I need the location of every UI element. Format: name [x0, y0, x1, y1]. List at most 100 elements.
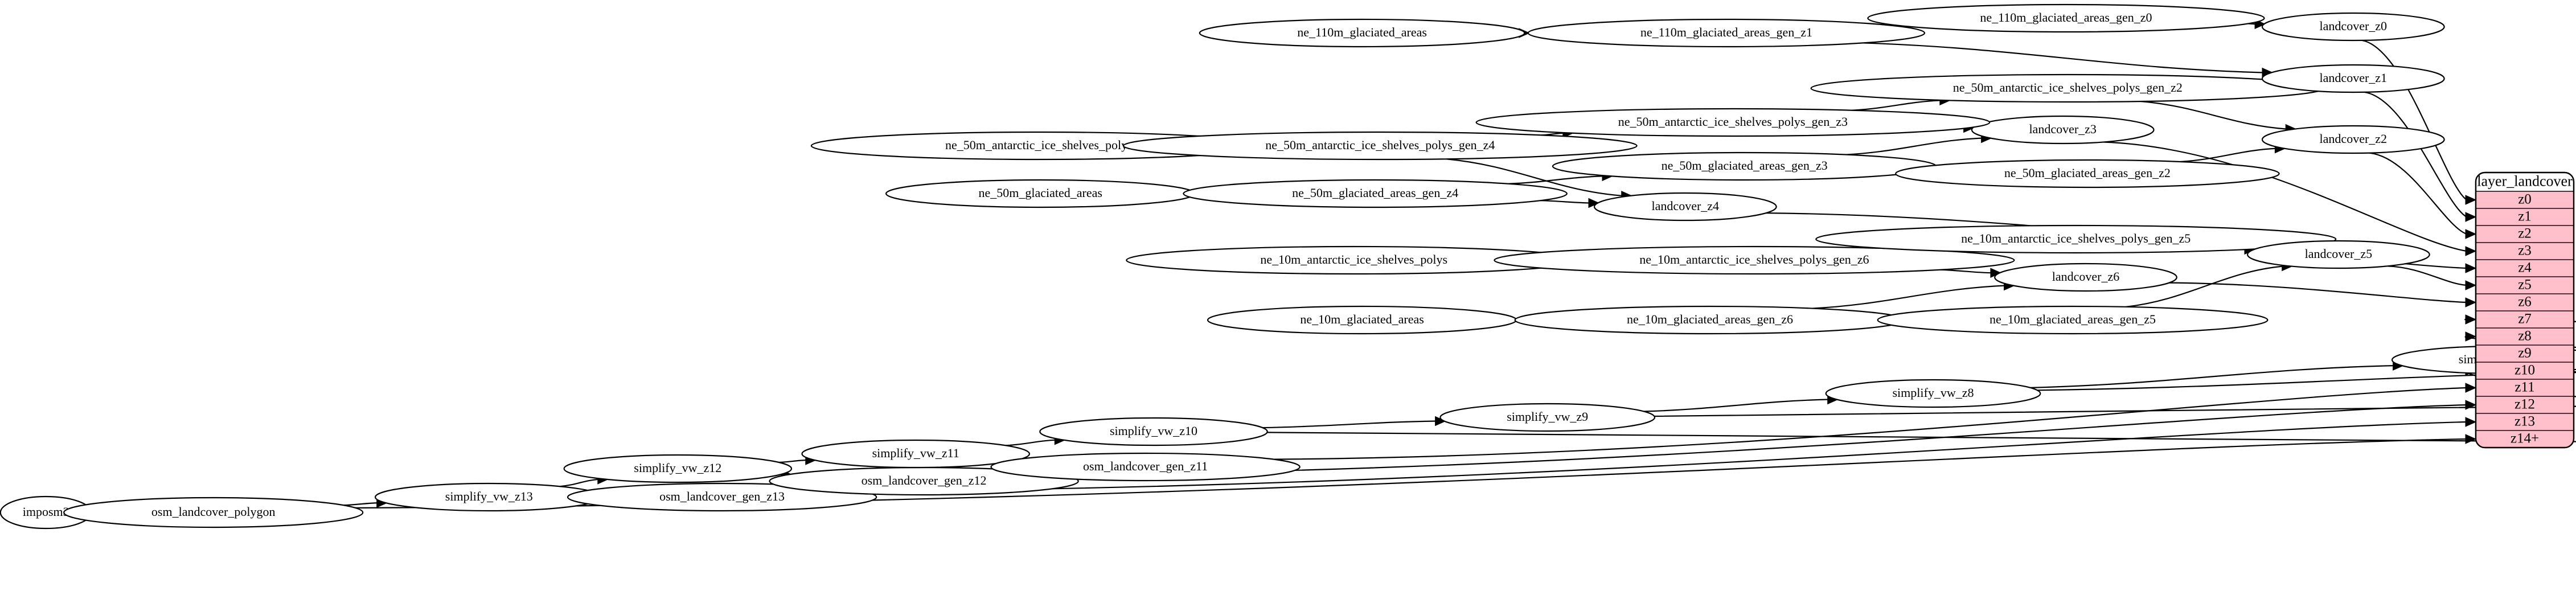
graph-node-ne_110m_glaciated_areas[interactable]: ne_110m_glaciated_areas — [1199, 18, 1525, 48]
graph-node-simplify_vw_z10[interactable]: simplify_vw_z10 — [1039, 417, 1268, 446]
graph-edge — [2369, 152, 2467, 235]
node-ellipse[interactable] — [563, 454, 793, 483]
graph-node-osm_landcover_polygon[interactable]: osm_landcover_polygon — [63, 497, 364, 528]
graph-edge — [1273, 387, 2467, 460]
graph-node-simplify_vw_z9[interactable]: simplify_vw_z9 — [1439, 403, 1656, 432]
node-ellipse[interactable] — [1593, 192, 1777, 222]
graph-node-simplify_vw_z12[interactable]: simplify_vw_z12 — [563, 454, 793, 483]
graph-node-simplify_vw_z8[interactable]: simplify_vw_z8 — [1825, 379, 2041, 408]
edge-arrowhead — [2465, 434, 2477, 444]
edge-arrowhead — [2465, 246, 2477, 256]
table-row-z11[interactable] — [2476, 379, 2574, 397]
graph-node-landcover_z6[interactable]: landcover_z6 — [1994, 263, 2177, 292]
node-ellipse[interactable] — [1475, 108, 1991, 137]
node-ellipse[interactable] — [990, 452, 1301, 482]
node-ellipse[interactable] — [2246, 240, 2430, 269]
node-ellipse[interactable] — [1207, 305, 1517, 335]
graph-node-landcover_z2[interactable]: landcover_z2 — [2261, 125, 2445, 154]
table-row-z0[interactable] — [2476, 191, 2574, 209]
node-ellipse[interactable] — [885, 179, 1196, 208]
table-row-z7[interactable] — [2476, 310, 2574, 329]
graph-edge — [1059, 404, 2467, 475]
graph-node-ne_10m_glaciated_areas_gen_z5[interactable]: ne_10m_glaciated_areas_gen_z5 — [1877, 305, 2269, 335]
graph-edge — [1446, 158, 1623, 196]
graph-node-ne_110m_glaciated_areas_gen_z1[interactable]: ne_110m_glaciated_areas_gen_z1 — [1527, 18, 1926, 48]
graph-edge — [778, 459, 807, 464]
table-row-label: z10 — [2515, 363, 2535, 378]
graph-edge — [560, 478, 599, 487]
node-ellipse[interactable] — [1552, 151, 1937, 181]
graph-node-ne_110m_glaciated_areas_gen_z0[interactable]: ne_110m_glaciated_areas_gen_z0 — [1867, 3, 2265, 33]
graph-edge — [2140, 100, 2287, 130]
table-row-label: z3 — [2518, 243, 2532, 259]
graph-node-landcover_z5[interactable]: landcover_z5 — [2246, 240, 2430, 269]
edge-arrowhead — [2465, 280, 2477, 290]
table-row-label: z1 — [2518, 209, 2532, 224]
graph-edge — [1939, 269, 1992, 274]
node-ellipse[interactable] — [1971, 115, 2155, 145]
node-ellipse[interactable] — [1514, 305, 1906, 335]
edge-arrowhead — [2465, 314, 2477, 325]
table-row-z10[interactable] — [2476, 362, 2574, 380]
table-header-background — [2476, 173, 2574, 191]
table-row-label: z13 — [2515, 414, 2535, 429]
graph-edge — [1508, 175, 1604, 184]
graph-node-ne_50m_glaciated_areas_gen_z3[interactable]: ne_50m_glaciated_areas_gen_z3 — [1552, 151, 1937, 181]
graph-node-ne_50m_antarctic_ice_shelves_polys_gen_z4[interactable]: ne_50m_antarctic_ice_shelves_polys_gen_z… — [1122, 131, 1638, 161]
node-ellipse[interactable] — [1825, 379, 2041, 408]
graph-edge — [1540, 200, 1590, 204]
graph-edge — [1654, 405, 2576, 417]
graph-node-ne_50m_antarctic_ice_shelves_polys_gen_z2[interactable]: ne_50m_antarctic_ice_shelves_polys_gen_z… — [1810, 73, 2325, 103]
table-row-label: z14+ — [2511, 431, 2539, 446]
node-ellipse[interactable] — [1199, 18, 1525, 48]
node-ellipse[interactable] — [1494, 245, 2015, 275]
graph-edge — [1812, 285, 2005, 309]
graph-node-landcover_z1[interactable]: landcover_z1 — [2261, 64, 2445, 93]
table-row-label: z2 — [2518, 226, 2532, 241]
graph-edge — [1863, 42, 2264, 73]
node-ellipse[interactable] — [1183, 179, 1568, 208]
graph-node-ne_10m_glaciated_areas_gen_z6[interactable]: ne_10m_glaciated_areas_gen_z6 — [1514, 305, 1906, 335]
table-row-z14+[interactable] — [2476, 430, 2574, 448]
node-ellipse[interactable] — [1122, 131, 1638, 161]
graph-node-ne_50m_antarctic_ice_shelves_polys_gen_z3[interactable]: ne_50m_antarctic_ice_shelves_polys_gen_z… — [1475, 108, 1991, 137]
node-ellipse[interactable] — [1439, 403, 1656, 432]
graph-node-landcover_z0[interactable]: landcover_z0 — [2261, 12, 2445, 42]
node-ellipse[interactable] — [801, 439, 1030, 469]
edge-arrowhead — [2465, 297, 2477, 307]
node-ellipse[interactable] — [1895, 159, 2280, 188]
graph-node-ne_50m_glaciated_areas_gen_z4[interactable]: ne_50m_glaciated_areas_gen_z4 — [1183, 179, 1568, 208]
node-ellipse[interactable] — [1527, 18, 1926, 48]
table-row-z8[interactable] — [2476, 327, 2574, 346]
graph-node-landcover_z4[interactable]: landcover_z4 — [1593, 192, 1777, 222]
node-ellipse[interactable] — [2261, 12, 2445, 42]
table-row-label: z6 — [2518, 294, 2532, 310]
node-ellipse[interactable] — [1810, 73, 2325, 103]
node-ellipse[interactable] — [1994, 263, 2177, 292]
node-ellipse[interactable] — [2261, 125, 2445, 154]
table-row-z6[interactable] — [2476, 293, 2574, 311]
node-ellipse[interactable] — [567, 482, 877, 512]
node-ellipse[interactable] — [2261, 64, 2445, 93]
graph-node-landcover_z3[interactable]: landcover_z3 — [1971, 115, 2155, 145]
node-ellipse[interactable] — [1867, 3, 2265, 33]
edge-arrowhead — [1588, 198, 1600, 208]
graph-edge — [343, 502, 378, 506]
graph-edge — [2386, 265, 2467, 286]
node-ellipse[interactable] — [1815, 224, 2337, 254]
node-ellipse[interactable] — [63, 497, 364, 528]
graph-node-ne_50m_glaciated_areas[interactable]: ne_50m_glaciated_areas — [885, 179, 1196, 208]
graph-node-ne_10m_glaciated_areas[interactable]: ne_10m_glaciated_areas — [1207, 305, 1517, 335]
graph-node-osm_landcover_gen_z11[interactable]: osm_landcover_gen_z11 — [990, 452, 1301, 482]
graph-edge — [1845, 137, 1983, 155]
node-ellipse[interactable] — [1039, 417, 1268, 446]
table-row-label: z0 — [2518, 192, 2532, 207]
node-ellipse[interactable] — [1877, 305, 2269, 335]
graph-edge — [2030, 365, 2394, 388]
table-row-z12[interactable] — [2476, 396, 2574, 414]
table-row-label: z9 — [2518, 346, 2532, 361]
graph-node-ne_50m_glaciated_areas_gen_z2[interactable]: ne_50m_glaciated_areas_gen_z2 — [1895, 159, 2280, 188]
table-row-label: z8 — [2518, 329, 2532, 344]
edge-arrowhead — [2465, 229, 2477, 239]
table-row-label: z12 — [2515, 397, 2535, 412]
